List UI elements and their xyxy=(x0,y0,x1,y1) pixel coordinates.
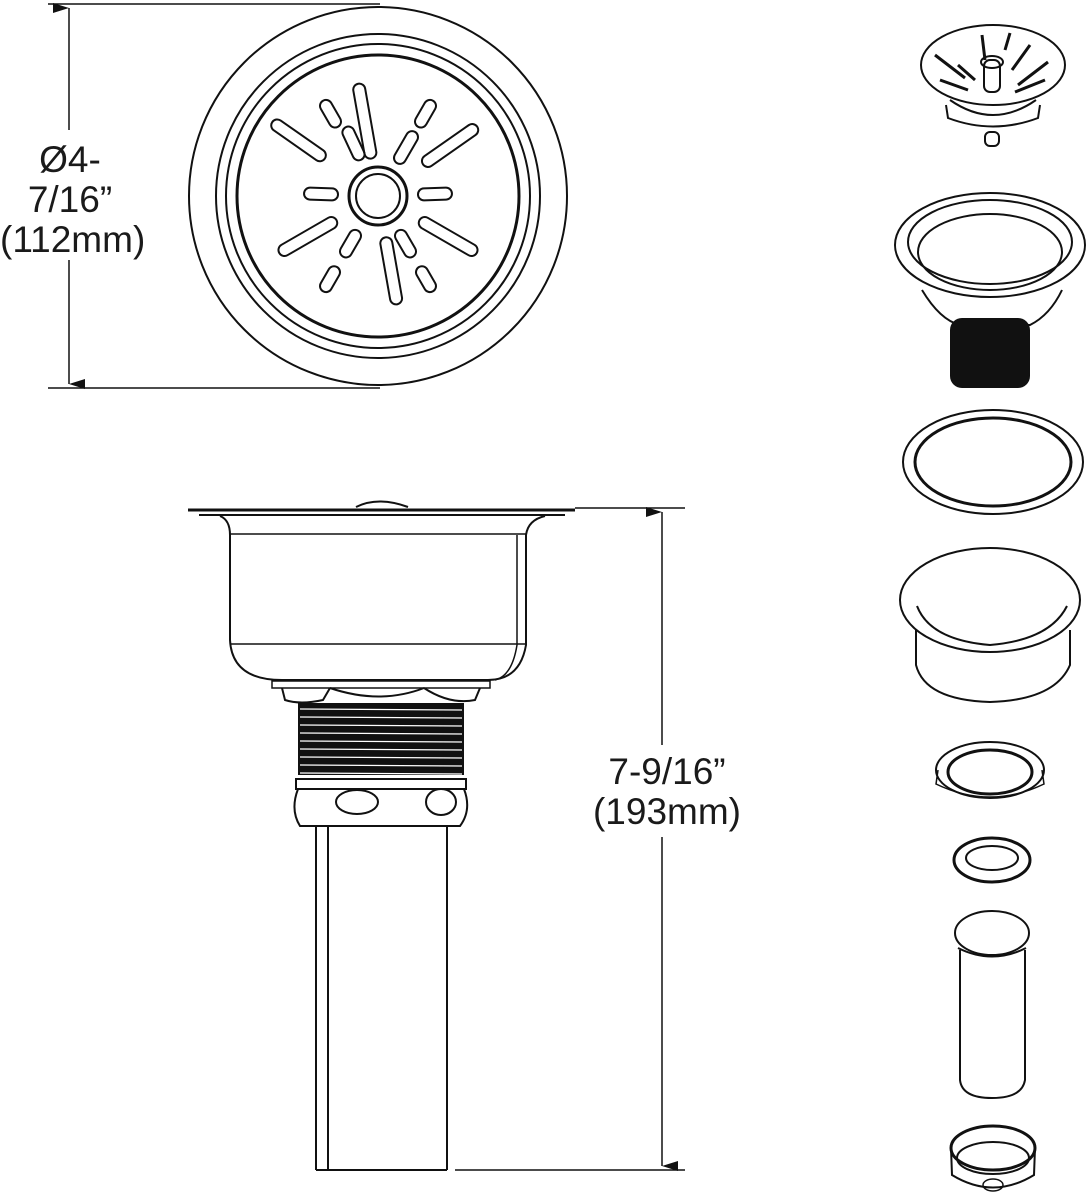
drain-slot xyxy=(270,118,327,163)
thread-line xyxy=(299,756,463,759)
drain-slot xyxy=(339,228,362,259)
drain-slot xyxy=(394,228,417,259)
diameter-label: Ø4-7/16” (112mm) xyxy=(0,139,146,260)
thread-line xyxy=(299,708,463,711)
tailpiece-part xyxy=(954,910,1030,1100)
coupling-nut xyxy=(293,788,469,827)
diameter-imperial: Ø4-7/16” xyxy=(27,139,113,220)
threaded-shank xyxy=(298,703,464,775)
thread-line xyxy=(299,716,463,719)
body-edge xyxy=(494,535,518,681)
height-metric: (193mm) xyxy=(592,791,742,832)
flange-ring xyxy=(215,33,541,359)
washer-part xyxy=(952,836,1032,884)
height-dimension xyxy=(455,507,685,1171)
thread-line xyxy=(299,724,463,727)
coupling-nut-part xyxy=(949,1124,1037,1192)
coupling-ring xyxy=(295,778,467,790)
gasket-part xyxy=(902,409,1084,515)
locknut-part xyxy=(935,741,1045,799)
drain-slot xyxy=(416,186,453,202)
cup-part xyxy=(899,547,1081,704)
side-view-assembly xyxy=(188,500,575,1171)
drain-slot xyxy=(417,216,479,257)
height-label: 7-9/16” (193mm) xyxy=(592,752,742,832)
drain-slot xyxy=(303,186,340,202)
height-imperial: 7-9/16” xyxy=(608,751,726,792)
drain-slot xyxy=(277,216,339,257)
coupling-dimple xyxy=(335,789,379,815)
thread-line xyxy=(299,748,463,751)
top-view-strainer xyxy=(188,6,568,386)
diameter-dimension xyxy=(48,3,380,389)
body-shell xyxy=(219,515,546,681)
diameter-metric: (112mm) xyxy=(0,219,146,260)
gasket xyxy=(271,680,491,689)
stopper-knob xyxy=(355,500,409,508)
center-post-inner xyxy=(355,173,401,219)
outer-flange xyxy=(188,6,568,386)
drain-slot xyxy=(415,265,437,294)
locknut xyxy=(281,687,481,704)
drain-slot xyxy=(319,98,342,129)
drain-slot xyxy=(379,236,404,306)
thread-line xyxy=(299,764,463,767)
drain-slot xyxy=(341,125,366,162)
coupling-dimple xyxy=(425,788,457,816)
center-post-outer xyxy=(347,165,409,227)
thread-line xyxy=(299,740,463,743)
drain-slots xyxy=(270,82,480,306)
flange-ring-inner xyxy=(225,43,531,349)
drain-slot xyxy=(414,98,437,129)
thread-lines xyxy=(299,708,463,775)
basket-rim xyxy=(235,53,521,339)
threaded-shank xyxy=(950,318,1030,388)
drain-slot xyxy=(352,82,378,160)
drain-slot xyxy=(420,123,480,169)
thread-line xyxy=(299,732,463,735)
drain-body-part xyxy=(894,192,1086,388)
drain-slot xyxy=(393,130,419,165)
basket-strainer-part xyxy=(920,24,1066,147)
drain-slot xyxy=(319,265,341,294)
thread-line xyxy=(299,772,463,775)
exploded-view xyxy=(894,24,1086,1192)
